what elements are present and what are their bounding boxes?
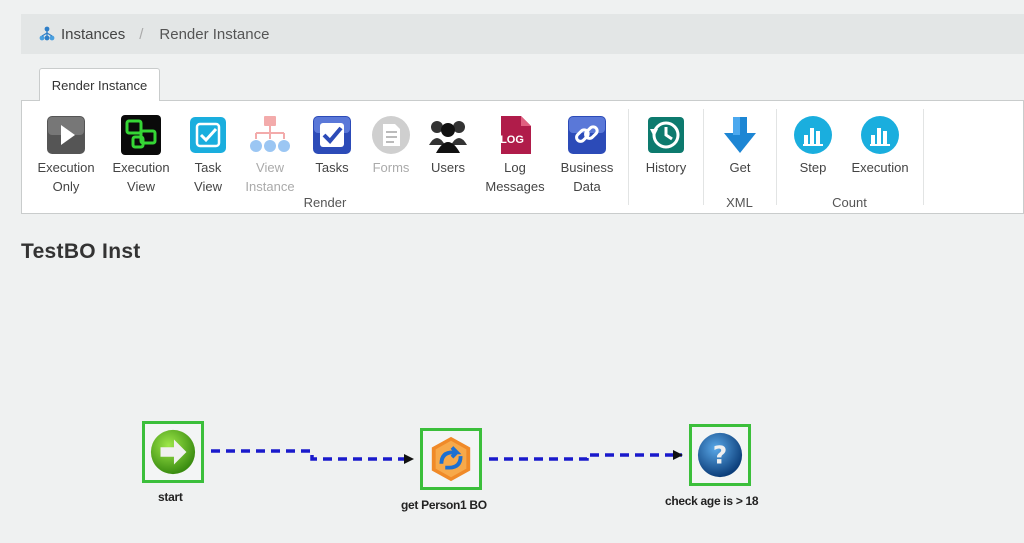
task-view-label-1: Task bbox=[194, 160, 222, 175]
users-button[interactable]: Users bbox=[410, 115, 486, 177]
xml-group-label: XML bbox=[726, 195, 753, 210]
step-count-button[interactable]: Step bbox=[775, 115, 851, 177]
ribbon-separator bbox=[923, 109, 924, 205]
execution-count-label: Execution bbox=[851, 160, 909, 175]
workflow-node-get-person[interactable] bbox=[420, 428, 482, 490]
task-view-button[interactable]: Task View bbox=[170, 115, 246, 196]
execution-count-button[interactable]: Execution bbox=[842, 115, 918, 177]
get-label: Get bbox=[729, 160, 751, 175]
workflow-node-label-check-age: check age is > 18 bbox=[665, 494, 759, 508]
business-data-label-2: Data bbox=[573, 179, 601, 194]
render-group-label: Render bbox=[303, 195, 347, 210]
history-button[interactable]: History bbox=[628, 115, 704, 177]
workflow-node-label-get-person: get Person1 BO bbox=[401, 498, 487, 512]
count-group-label: Count bbox=[832, 195, 867, 210]
execution-view-button[interactable]: Execution View bbox=[103, 115, 179, 196]
users-icon bbox=[428, 115, 468, 155]
tasks-label: Tasks bbox=[315, 160, 349, 175]
task-view-label-2: View bbox=[194, 179, 222, 194]
breadcrumb: Instances / Render Instance bbox=[21, 14, 1024, 54]
bar-chart-icon bbox=[860, 115, 900, 155]
history-label: History bbox=[645, 160, 687, 175]
arrow-right-icon bbox=[150, 429, 196, 475]
bar-chart-icon bbox=[793, 115, 833, 155]
connector-start-to-get bbox=[211, 449, 414, 464]
svg-text:?: ? bbox=[713, 441, 727, 470]
workflow-node-check-age[interactable]: ? bbox=[689, 424, 751, 486]
view-instance-button[interactable]: View Instance bbox=[232, 115, 308, 196]
breadcrumb-instances-label: Instances bbox=[61, 25, 126, 43]
view-instance-label-2: Instance bbox=[245, 179, 295, 194]
ribbon-separator bbox=[703, 109, 704, 205]
tab-render-instance[interactable]: Render Instance bbox=[39, 68, 160, 101]
execution-view-icon bbox=[121, 115, 161, 155]
log-icon-badge: LOG bbox=[500, 134, 524, 146]
connector-get-to-check bbox=[489, 450, 683, 461]
log-messages-button[interactable]: LOG Log Messages bbox=[477, 115, 553, 196]
tasks-button[interactable]: Tasks bbox=[294, 115, 370, 177]
business-data-button[interactable]: Business Data bbox=[549, 115, 625, 196]
history-icon bbox=[646, 115, 686, 155]
business-data-label-1: Business bbox=[560, 160, 614, 175]
page-title: TestBO Inst bbox=[21, 240, 141, 263]
breadcrumb-current: Render Instance bbox=[159, 25, 270, 43]
question-icon: ? bbox=[697, 432, 743, 478]
execution-only-button[interactable]: Execution Only bbox=[28, 115, 104, 196]
ribbon-toolbar: Execution Only Execution View Task View … bbox=[21, 100, 1024, 214]
link-icon bbox=[567, 115, 607, 155]
log-messages-label-1: Log bbox=[504, 160, 526, 175]
ribbon-separator bbox=[628, 109, 629, 205]
forms-button[interactable]: Forms bbox=[353, 115, 429, 177]
breadcrumb-instances-link[interactable]: Instances bbox=[39, 26, 125, 43]
ribbon-separator bbox=[776, 109, 777, 205]
check-box-icon bbox=[188, 115, 228, 155]
workflow-node-label-start: start bbox=[158, 490, 183, 504]
execution-only-label-1: Execution bbox=[37, 160, 95, 175]
refresh-hexagon-icon bbox=[431, 436, 471, 482]
forms-label: Forms bbox=[372, 160, 410, 175]
log-messages-label-2: Messages bbox=[485, 179, 545, 194]
download-arrow-icon bbox=[720, 115, 760, 155]
tasks-icon bbox=[312, 115, 352, 155]
execution-view-label-1: Execution bbox=[112, 160, 170, 175]
play-icon bbox=[46, 115, 86, 155]
breadcrumb-separator: / bbox=[139, 25, 144, 43]
get-xml-button[interactable]: Get bbox=[702, 115, 778, 177]
step-label: Step bbox=[799, 160, 827, 175]
execution-only-label-2: Only bbox=[52, 179, 80, 194]
view-instance-label-1: View bbox=[256, 160, 284, 175]
log-icon: LOG bbox=[495, 115, 535, 155]
users-label: Users bbox=[431, 160, 465, 175]
execution-view-label-2: View bbox=[127, 179, 155, 194]
instances-icon bbox=[39, 26, 55, 41]
workflow-node-start[interactable] bbox=[142, 421, 204, 483]
hierarchy-icon bbox=[250, 115, 290, 155]
forms-icon bbox=[371, 115, 411, 155]
